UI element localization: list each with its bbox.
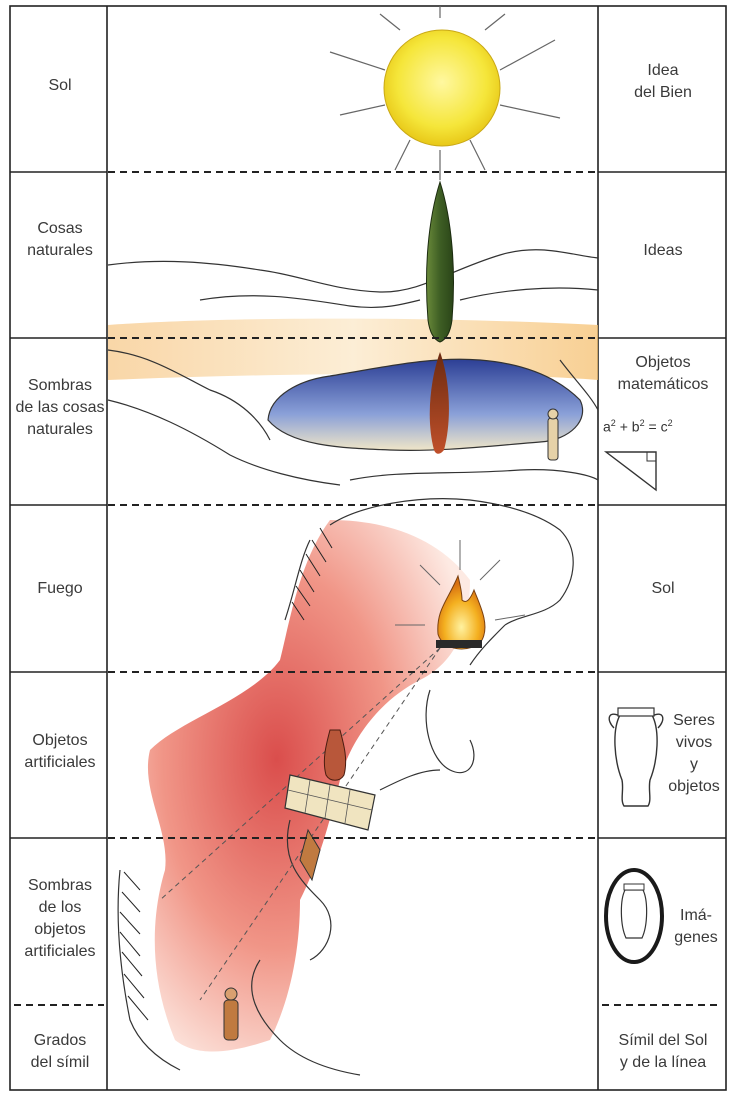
right-label-math-objects: Objetos matemáticos [600,352,726,396]
left-label-sun: Sol [12,75,108,97]
philosopher-figure-icon [548,409,558,460]
label-line: naturales [12,240,108,262]
formula-b: b [632,419,640,435]
label-line: Símil del Sol [600,1030,726,1052]
label-line: del Bien [600,82,726,104]
label-line: de los [12,897,108,919]
label-line: Sol [12,75,108,97]
label-line: del símil [12,1052,108,1074]
label-line: Grados [12,1030,108,1052]
left-label-natural-things: Cosas naturales [12,218,108,262]
label-line: Ideas [600,240,726,262]
cypress-tree-icon [427,182,454,342]
amphora-icon [609,708,663,806]
label-line: Idea [600,60,726,82]
formula-eq: = [648,419,656,435]
label-line: naturales [12,419,108,441]
label-line: Objetos [12,730,108,752]
label-line: artificiales [12,941,108,963]
label-line: Sombras [12,875,108,897]
formula-exp: 2 [668,418,673,428]
formula-plus: + [620,419,628,435]
label-line: Cosas [12,218,108,240]
right-label-living-beings: Seres vivos y objetos [662,710,726,798]
left-footer-degrees: Grados del símil [12,1030,108,1074]
formula-c: c [661,419,668,435]
formula-exp: 2 [611,418,616,428]
right-label-ideas: Ideas [600,240,726,262]
label-line: y objetos [662,754,726,798]
label-line: Imá- [668,905,724,927]
label-line: Seres [662,710,726,732]
label-line: Objetos [600,352,726,374]
left-label-artificial-objects: Objetos artificiales [12,730,108,774]
label-line: y de la línea [600,1052,726,1074]
formula-exp: 2 [640,418,645,428]
sun-icon [330,6,560,180]
pythagorean-formula: a2 + b2 = c2 [603,418,673,435]
label-line: objetos [12,919,108,941]
label-line: Sol [600,578,726,600]
label-line: Fuego [12,578,108,600]
right-triangle-icon [606,452,656,490]
label-line: de las cosas [12,397,108,419]
label-line: genes [668,927,724,949]
right-label-sun: Sol [600,578,726,600]
left-label-fire: Fuego [12,578,108,600]
label-line: matemáticos [600,374,726,396]
left-label-shadows-natural: Sombras de las cosas naturales [12,375,108,441]
label-line: vivos [662,732,726,754]
right-label-images: Imá- genes [668,905,724,949]
label-line: artificiales [12,752,108,774]
left-label-shadows-artificial: Sombras de los objetos artificiales [12,875,108,963]
label-line: Sombras [12,375,108,397]
right-footer-simile: Símil del Sol y de la línea [600,1030,726,1074]
framed-vase-icon [606,870,662,962]
right-label-idea-of-good: Idea del Bien [600,60,726,104]
formula-a: a [603,419,611,435]
